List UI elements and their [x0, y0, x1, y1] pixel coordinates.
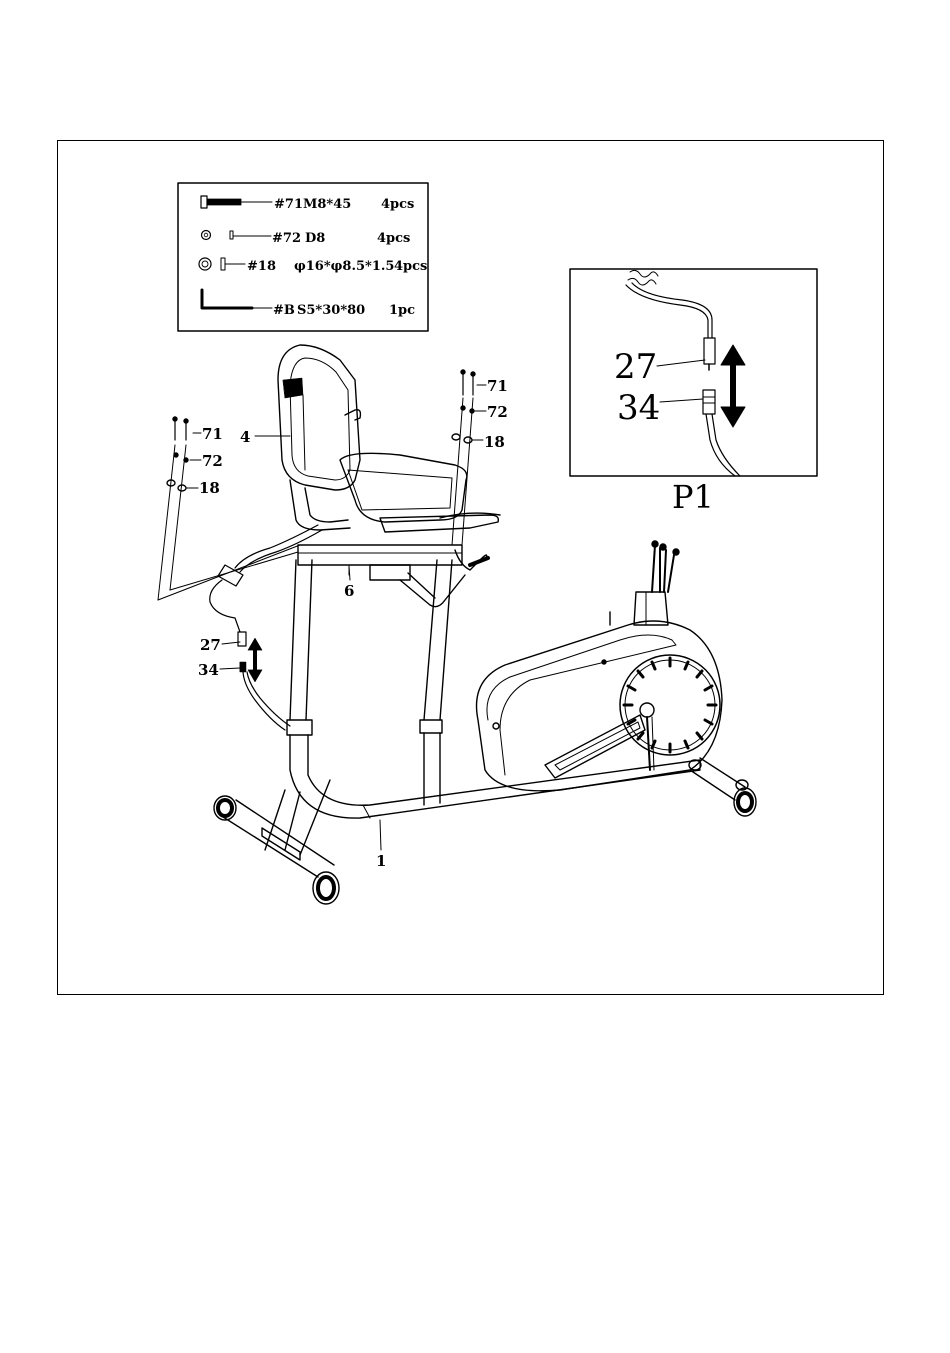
parts-row-4-spec: S5*30*80 — [297, 303, 365, 318]
callout-6-slider: 6 — [344, 582, 354, 600]
left-hardware — [158, 417, 300, 600]
front-stabilizer — [689, 758, 756, 816]
seat-back — [278, 345, 360, 530]
callout-1-frame: 1 — [376, 852, 386, 870]
allen-key-icon — [202, 290, 272, 308]
detail-p1: 27 34 P1 — [570, 269, 817, 516]
callout-72-right: 72 — [487, 403, 508, 421]
callout-71-left: 71 — [202, 425, 223, 443]
flywheel — [620, 655, 720, 770]
parts-list: #71 M8*45 4pcs #72 D8 4pcs #18 φ16*φ8.5*… — [178, 183, 428, 331]
seat-cable — [210, 525, 322, 730]
callout-34-cable: 34 — [198, 661, 219, 679]
detail-label-27: 27 — [614, 347, 657, 387]
parts-row-1-part: #71 — [274, 197, 303, 212]
parts-row-2-part: #72 — [272, 231, 301, 246]
callout-72-left: 72 — [202, 452, 223, 470]
console-mast — [610, 541, 679, 625]
callout-27-cable: 27 — [200, 636, 221, 654]
detail-label-34: 34 — [617, 388, 660, 428]
seat-posts — [290, 560, 452, 720]
parts-row-2-qty: 4pcs — [377, 231, 410, 246]
seat — [340, 453, 500, 606]
spring-washer-icon — [202, 231, 272, 240]
parts-row-4-qty: 1pc — [389, 303, 415, 318]
callout-18-right: 18 — [484, 433, 505, 451]
callout-4-seat: 4 — [240, 428, 250, 446]
parts-row-1-spec: M8*45 — [303, 197, 351, 212]
flywheel-housing — [477, 621, 722, 791]
parts-row-1-qty: 4pcs — [381, 197, 414, 212]
flat-washer-icon — [199, 258, 245, 270]
parts-row-2-spec: D8 — [305, 231, 325, 246]
callout-71-right: 71 — [487, 377, 508, 395]
parts-row-3-qty: 4pcs — [394, 259, 427, 274]
bolt-icon — [201, 196, 272, 208]
callout-18-left: 18 — [199, 479, 220, 497]
small-double-arrow-icon — [248, 638, 262, 682]
rear-stabilizer — [214, 796, 339, 904]
parts-row-4-part: #B — [273, 303, 295, 318]
parts-row-3-spec: φ16*φ8.5*1.5 — [294, 259, 394, 274]
detail-title: P1 — [672, 478, 714, 516]
leader-lines — [220, 436, 381, 850]
parts-row-3-part: #18 — [247, 259, 276, 274]
double-arrow-icon — [721, 345, 745, 427]
right-hardware — [452, 370, 486, 545]
